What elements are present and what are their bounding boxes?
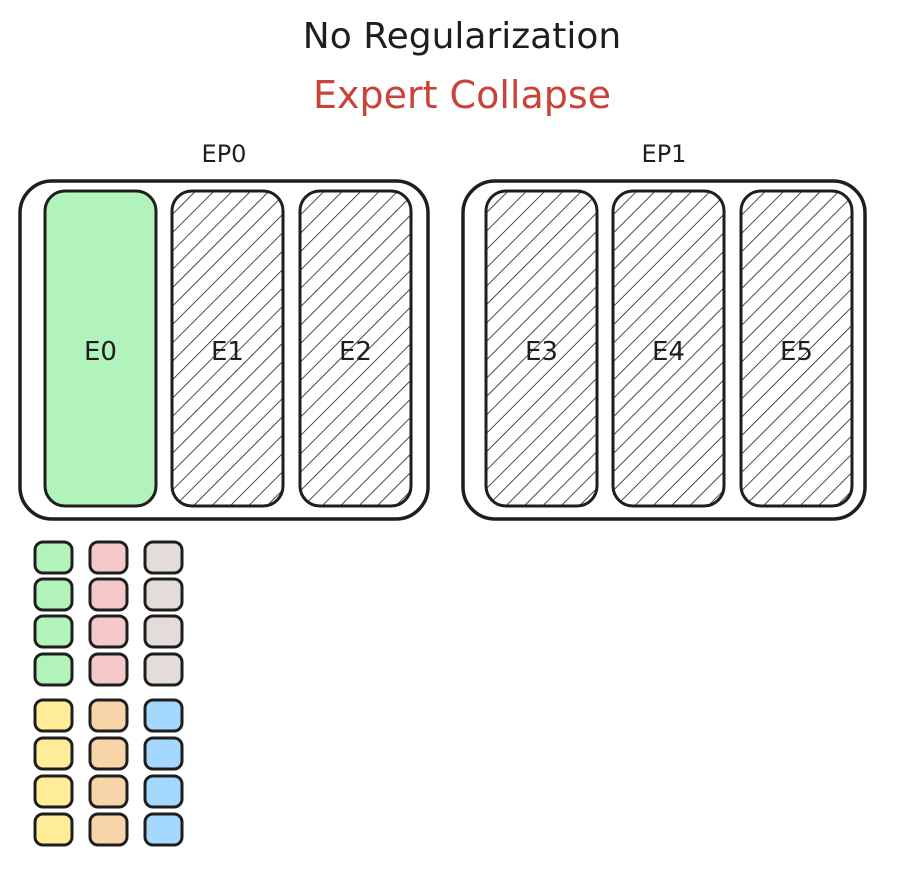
diagram-title: No Regularization bbox=[303, 16, 621, 57]
expert-box bbox=[739, 189, 854, 508]
expert-box bbox=[298, 189, 413, 508]
token bbox=[33, 540, 74, 575]
expert-label: E4 bbox=[652, 337, 685, 367]
expert-label: E5 bbox=[780, 337, 813, 367]
group-box bbox=[461, 179, 867, 521]
token bbox=[33, 652, 74, 687]
token bbox=[88, 614, 129, 649]
expert-box bbox=[484, 189, 599, 508]
token bbox=[33, 812, 74, 847]
expert-box bbox=[611, 189, 726, 508]
diagram-subtitle: Expert Collapse bbox=[313, 73, 611, 117]
token bbox=[88, 774, 129, 809]
group-label: EP0 bbox=[202, 140, 247, 168]
expert-label: E1 bbox=[211, 337, 244, 367]
token bbox=[88, 736, 129, 771]
expert-box bbox=[170, 189, 285, 508]
token bbox=[33, 774, 74, 809]
token bbox=[33, 736, 74, 771]
expert-box bbox=[43, 189, 158, 508]
token bbox=[88, 540, 129, 575]
expert-e4: E4 bbox=[611, 189, 726, 508]
token bbox=[143, 540, 184, 575]
group-label: EP1 bbox=[642, 140, 687, 168]
token bbox=[143, 698, 184, 733]
token-grid bbox=[33, 540, 184, 847]
expert-e0: E0 bbox=[43, 189, 158, 508]
token bbox=[33, 698, 74, 733]
token bbox=[143, 577, 184, 612]
expert-e1: E1 bbox=[170, 189, 285, 508]
expert-e5: E5 bbox=[739, 189, 854, 508]
group-box bbox=[18, 179, 430, 521]
token bbox=[88, 652, 129, 687]
token bbox=[143, 812, 184, 847]
token bbox=[143, 652, 184, 687]
token bbox=[88, 698, 129, 733]
token bbox=[33, 577, 74, 612]
expert-label: E2 bbox=[339, 337, 372, 367]
token bbox=[88, 812, 129, 847]
expert-e3: E3 bbox=[484, 189, 599, 508]
token bbox=[88, 577, 129, 612]
token bbox=[33, 614, 74, 649]
token bbox=[143, 614, 184, 649]
expert-label: E0 bbox=[84, 337, 117, 367]
token bbox=[143, 774, 184, 809]
token bbox=[143, 736, 184, 771]
expert-e2: E2 bbox=[298, 189, 413, 508]
expert-label: E3 bbox=[525, 337, 558, 367]
